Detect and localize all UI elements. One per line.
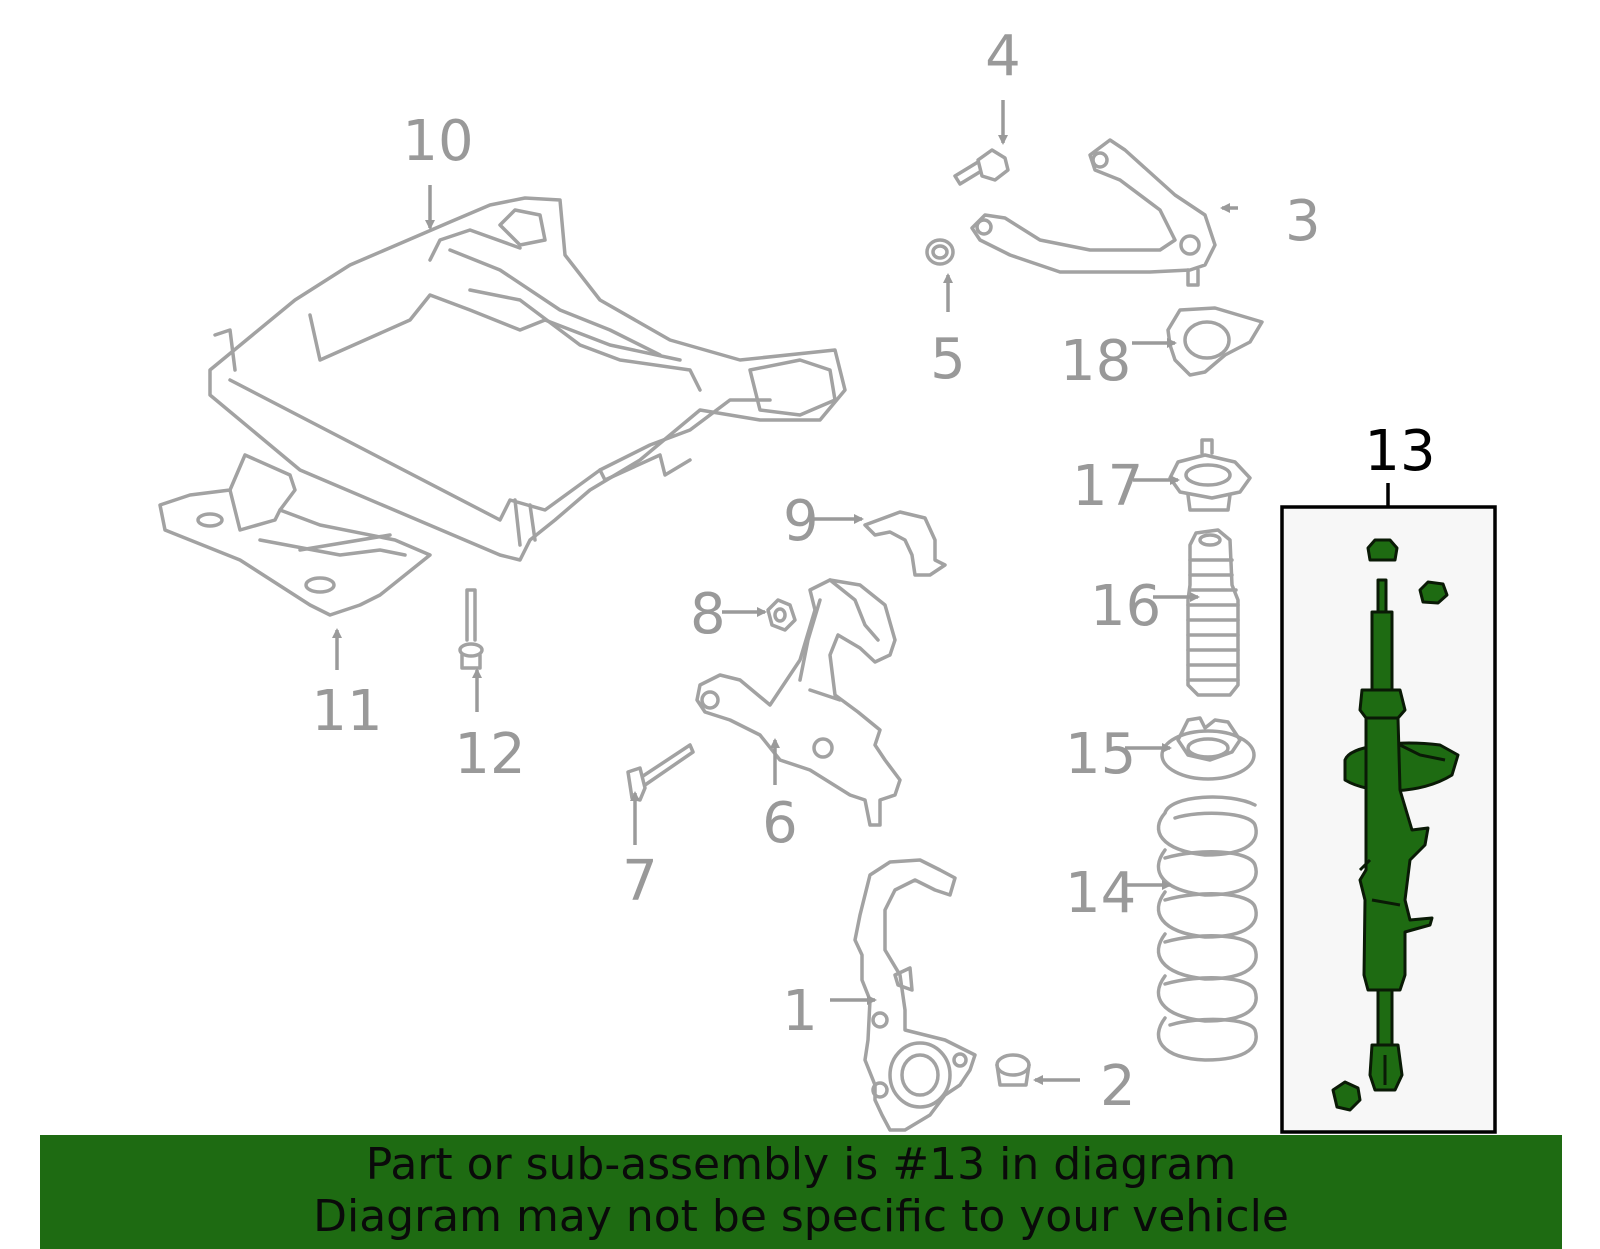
part-4-bolt[interactable] — [953, 148, 1010, 186]
part-9-bracket[interactable] — [863, 510, 947, 577]
part-2-bushing[interactable] — [995, 1053, 1031, 1087]
callout-1[interactable]: 1 — [782, 979, 818, 1044]
part-10-subframe[interactable] — [208, 196, 847, 562]
callout-4[interactable]: 4 — [985, 24, 1021, 89]
callout-9[interactable]: 9 — [783, 489, 819, 554]
part-13-strut-assembly[interactable] — [1331, 538, 1460, 1112]
callout-5[interactable]: 5 — [930, 327, 966, 392]
callout-numbers: 4 3 5 18 10 13 17 16 9 8 11 12 15 6 7 14… — [311, 24, 1435, 1119]
callout-arrows — [332, 100, 1238, 1085]
part-5-bushing[interactable] — [925, 238, 955, 266]
callout-17[interactable]: 17 — [1072, 454, 1143, 519]
part-16-dust-boot[interactable] — [1186, 528, 1240, 697]
callout-3[interactable]: 3 — [1285, 189, 1321, 254]
part-3-upper-control-arm[interactable] — [970, 138, 1217, 287]
callout-16[interactable]: 16 — [1090, 574, 1161, 639]
callout-18[interactable]: 18 — [1060, 329, 1131, 394]
callout-2[interactable]: 2 — [1100, 1054, 1136, 1119]
part-1-knuckle[interactable] — [853, 858, 977, 1132]
callout-8[interactable]: 8 — [690, 582, 726, 647]
info-banner: Part or sub-assembly is #13 in diagram D… — [40, 1135, 1562, 1249]
part-15-spring-seat[interactable] — [1160, 716, 1256, 781]
callout-7[interactable]: 7 — [622, 849, 658, 914]
callout-12[interactable]: 12 — [454, 722, 525, 787]
callout-13[interactable]: 13 — [1364, 419, 1435, 484]
callout-14[interactable]: 14 — [1065, 861, 1136, 926]
part-18-plate[interactable] — [1166, 306, 1264, 377]
part-12-bolt[interactable] — [458, 588, 484, 670]
banner-line-1: Part or sub-assembly is #13 in diagram — [365, 1139, 1237, 1190]
banner-line-2: Diagram may not be specific to your vehi… — [313, 1191, 1289, 1242]
part-7-bolt[interactable] — [626, 743, 695, 802]
callout-11[interactable]: 11 — [311, 679, 382, 744]
callout-15[interactable]: 15 — [1065, 722, 1136, 787]
callout-10[interactable]: 10 — [402, 109, 473, 174]
part-8-nut[interactable] — [766, 598, 797, 632]
part-17-strut-mount[interactable] — [1168, 438, 1252, 512]
part-6-lower-control-arm[interactable] — [695, 578, 902, 827]
part-11-skid-plate[interactable] — [158, 453, 432, 617]
callout-6[interactable]: 6 — [762, 791, 798, 856]
part-14-coil-spring[interactable] — [1156, 795, 1258, 1062]
